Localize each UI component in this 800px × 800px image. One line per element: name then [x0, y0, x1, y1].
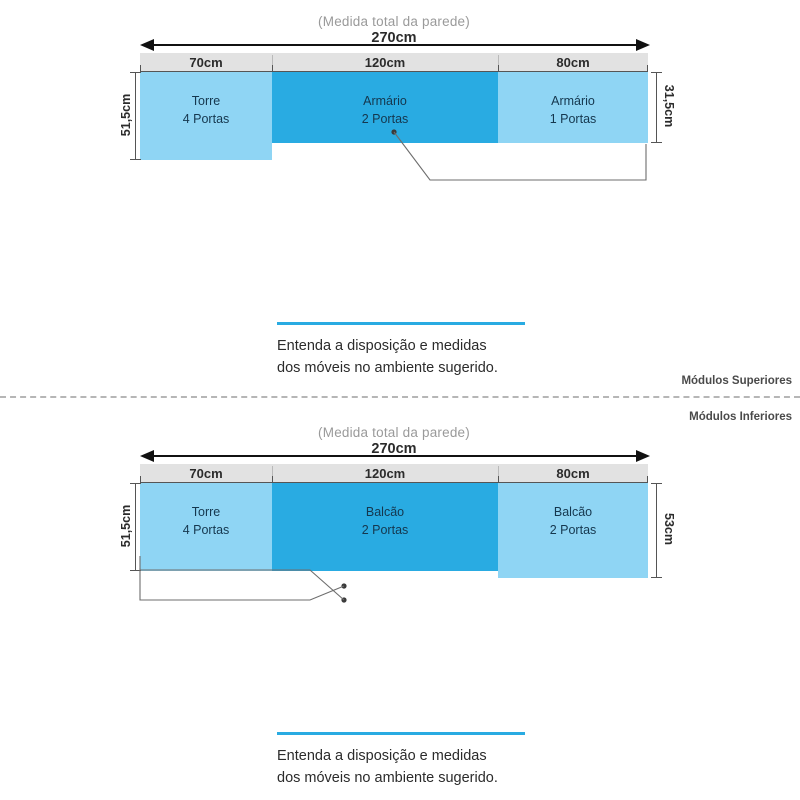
height-right-label-lower: 53cm: [662, 513, 676, 545]
caption-upper: Entenda a disposição e medidas dos móvei…: [277, 322, 525, 380]
segment-tick-2-upper: [498, 65, 499, 77]
module-name: Armário: [551, 94, 595, 108]
segment-tick-3-lower: [647, 476, 648, 488]
height-left-dim-lower: 51,5cm: [118, 483, 142, 571]
module-balcao-right-lower[interactable]: Balcão 2 Portas: [498, 483, 648, 578]
callout-leader-lower-path: [139, 568, 347, 601]
module-armario-1porta-upper[interactable]: Armário 1 Portas: [498, 72, 648, 143]
segment-70cm-lower: 70cm: [189, 465, 223, 481]
caption-accent-upper: [277, 322, 525, 325]
module-doors: 2 Portas: [361, 523, 409, 538]
module-name: Armário: [363, 94, 407, 108]
segment-rule-lower: [140, 482, 648, 483]
height-right-dim-upper: 31,5cm: [648, 72, 676, 143]
wall-total-note-upper: (Medida total da parede): [318, 14, 470, 29]
segment-80cm-lower: 80cm: [498, 464, 648, 482]
side-label-inferiores: Módulos Inferiores: [689, 411, 792, 423]
segment-tick-0-lower: [140, 476, 141, 488]
wall-total-value-lower: 270cm: [371, 441, 417, 457]
segment-70cm-upper: 70cm: [189, 54, 223, 70]
module-doors: 4 Portas: [182, 112, 230, 127]
module-armario-2portas-upper[interactable]: Armário 2 Portas: [272, 72, 498, 143]
segment-tick-1-upper: [272, 65, 273, 77]
height-right-dim-lower: 53cm: [648, 483, 676, 578]
callout-leader-upper: [391, 129, 647, 181]
callout-leader-lower: [139, 556, 347, 603]
module-torre-lower[interactable]: Torre 4 Portas: [140, 483, 272, 571]
segment-bar-upper: 70cm 120cm 80cm: [140, 53, 648, 71]
total-width-arrow-lower: [140, 450, 650, 462]
caption-lower: Entenda a disposição e medidas dos móvei…: [277, 732, 525, 790]
caption-line-1-upper: Entenda a disposição e medidas: [277, 338, 487, 354]
caption-line-1-lower: Entenda a disposição e medidas: [277, 748, 487, 764]
segment-bar-lower: 70cm 120cm 80cm: [140, 464, 648, 482]
module-doors: 1 Portas: [549, 112, 597, 127]
module-name: Balcão: [553, 505, 593, 519]
caption-line-2-upper: dos móveis no ambiente sugerido.: [277, 360, 498, 377]
segment-tick-3-upper: [647, 65, 648, 77]
wall-total-value-upper: 270cm: [371, 30, 417, 46]
module-doors: 2 Portas: [549, 523, 597, 538]
segment-120cm-upper: 120cm: [272, 53, 498, 71]
segment-120cm-lower: 120cm: [272, 464, 498, 482]
height-left-label-lower: 51,5cm: [119, 504, 133, 548]
segment-tick-2-lower: [498, 476, 499, 488]
module-doors: 2 Portas: [361, 112, 409, 127]
segment-tick-0-upper: [140, 65, 141, 77]
module-doors: 4 Portas: [182, 523, 230, 538]
side-label-superiores: Módulos Superiores: [681, 375, 792, 387]
wall-total-note-lower: (Medida total da parede): [318, 425, 470, 440]
segment-rule-upper: [140, 71, 648, 72]
caption-line-2-lower: dos móveis no ambiente sugerido.: [277, 770, 498, 787]
segment-80cm-upper: 80cm: [498, 53, 648, 71]
module-torre-upper[interactable]: Torre 4 Portas: [140, 72, 272, 160]
module-name: Balcão: [365, 505, 405, 519]
section-divider: [0, 396, 800, 398]
caption-accent-lower: [277, 732, 525, 735]
height-left-label-upper: 51,5cm: [119, 93, 133, 137]
height-right-label-upper: 31,5cm: [662, 84, 676, 128]
module-balcao-center-lower[interactable]: Balcão 2 Portas: [272, 483, 498, 571]
module-name: Torre: [191, 94, 221, 108]
segment-tick-1-lower: [272, 476, 273, 488]
module-name: Torre: [191, 505, 221, 519]
height-left-dim-upper: 51,5cm: [118, 72, 142, 160]
total-width-arrow-upper: [140, 39, 650, 51]
